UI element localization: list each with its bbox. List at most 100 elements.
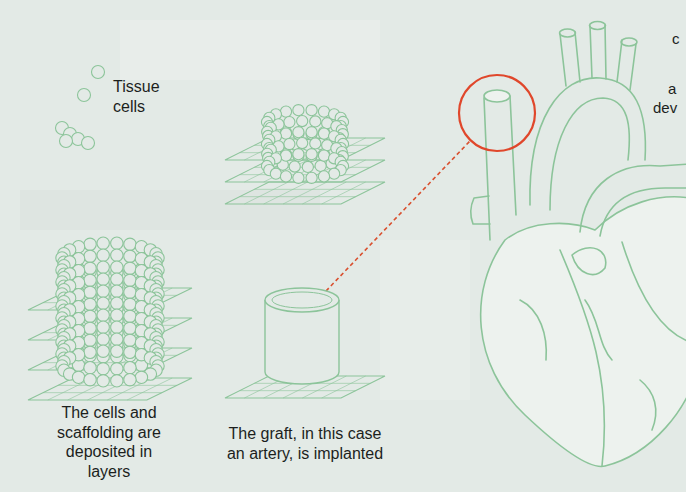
tissue-cell [97, 309, 109, 321]
cropped-text: a [668, 80, 676, 98]
scaffold-grid [240, 390, 356, 391]
surface-vein [520, 300, 656, 430]
branch-vessel [590, 25, 606, 79]
tissue-cell [92, 66, 105, 79]
tissue-cell [306, 105, 317, 116]
scaffold-layer [225, 182, 385, 204]
tissue-cell [84, 238, 96, 250]
scaffold-grid [43, 392, 162, 393]
branch-vessel [621, 38, 637, 46]
tissue-cell [310, 116, 321, 127]
tissue-cell [124, 361, 136, 373]
tissue-cell [124, 334, 136, 346]
scaffold-layer [28, 378, 192, 400]
tissue-cell [84, 274, 96, 286]
scaffold-layer [28, 288, 192, 310]
tissue-cell [84, 346, 96, 358]
tissue-cell [111, 273, 123, 285]
branch-vessel [560, 32, 580, 86]
heart-outline [471, 22, 686, 467]
tissue-cell [284, 116, 295, 127]
scaffold-grid [240, 196, 356, 197]
grafted-vessel [484, 90, 510, 102]
tissue-cell [124, 322, 136, 334]
tissue-cell [84, 310, 96, 322]
tissue-cell [297, 137, 308, 148]
branch-vessel [617, 40, 636, 90]
cell-label: Tissue cells [113, 77, 175, 116]
artery-graft [272, 292, 332, 308]
tissue-cell [72, 371, 84, 383]
tissue-cell [270, 168, 281, 179]
tissue-cell [318, 128, 329, 139]
cropped-text: dev [653, 99, 677, 117]
scaffold-layer [225, 160, 385, 182]
tissue-cell [297, 115, 308, 126]
tissue-cell [124, 310, 136, 322]
small-vessel [471, 196, 490, 224]
tissue-cell [124, 286, 136, 298]
tissue-cell [111, 297, 123, 309]
tissue-cell [97, 375, 109, 387]
tissue-cell [284, 138, 295, 149]
tissue-cell [97, 333, 109, 345]
tissue-cell [111, 321, 123, 333]
scaffold-grid [283, 182, 327, 204]
leader-line [326, 141, 470, 291]
tissue-cell [111, 285, 123, 297]
faint-photo [120, 20, 380, 80]
tissue-cell [293, 127, 304, 138]
scaffold-grid [244, 182, 288, 204]
scaffold-grid [322, 182, 366, 204]
tissue-cell [97, 297, 109, 309]
tissue-cell [84, 250, 96, 262]
tissue-cell [124, 274, 136, 286]
branch-vessel [590, 22, 606, 30]
tissue-cell [318, 106, 329, 117]
tissue-cell [84, 286, 96, 298]
tissue-cell [111, 309, 123, 321]
scaffold-layer [28, 348, 192, 370]
tissue-cell [111, 333, 123, 345]
tissue-cell [289, 161, 300, 172]
tissue-cell [97, 273, 109, 285]
atrial-appendage [572, 248, 606, 275]
tissue-cell [60, 135, 73, 148]
tissue-cell [302, 161, 313, 172]
faint-photo [20, 190, 320, 230]
tissue-cell [84, 361, 96, 373]
tissue-cell [84, 262, 96, 274]
tissue-cell [84, 334, 96, 346]
tissue-cell [280, 171, 291, 182]
tissue-cell [78, 89, 91, 102]
tissue-cell [97, 237, 109, 249]
tissue-cell [111, 363, 123, 375]
tissue-cell [82, 137, 95, 150]
tissue-cell [97, 345, 109, 357]
tissue-cell [124, 373, 136, 385]
tissue-cell [111, 237, 123, 249]
tissue-cell [84, 322, 96, 334]
scaffold-layer [28, 318, 192, 340]
faint-photo [380, 240, 470, 400]
tissue-cell [124, 250, 136, 262]
step-caption: The cells and scaffolding are deposited … [48, 403, 170, 481]
highlight-circle [459, 75, 535, 151]
tissue-cell [124, 262, 136, 274]
heart-body [481, 197, 686, 467]
aortic-arch [530, 78, 646, 205]
tissue-cell [135, 371, 147, 383]
coronary-groove [560, 250, 604, 466]
tissue-cell [306, 127, 317, 138]
scaffold-grid [264, 182, 308, 204]
tissue-cell [124, 346, 136, 358]
tissue-cell [124, 238, 136, 250]
artery-graft [265, 288, 339, 312]
tissue-cell [111, 375, 123, 387]
tissue-cell [293, 149, 304, 160]
tissue-cell [306, 172, 317, 183]
tissue-cell [84, 298, 96, 310]
tissue-cell [97, 363, 109, 375]
tissue-cell [318, 171, 329, 182]
